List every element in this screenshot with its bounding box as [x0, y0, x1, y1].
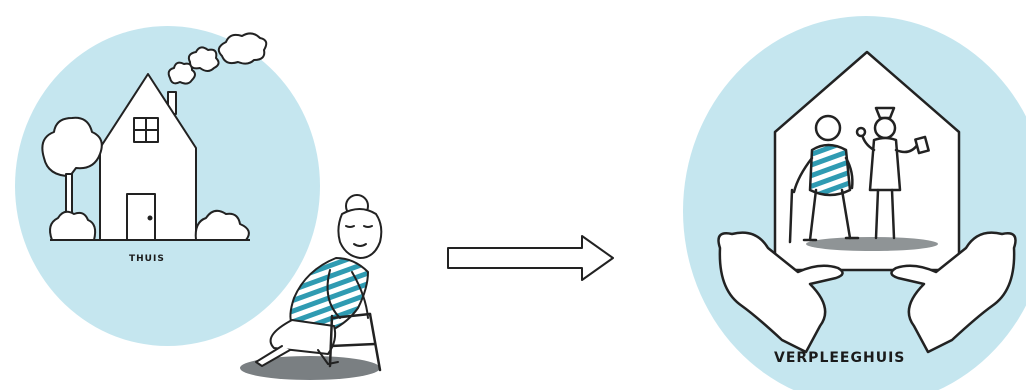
floor-shadow [806, 237, 938, 251]
nurse-uniform [870, 138, 900, 190]
bush-left [50, 212, 95, 240]
house-illustration [42, 33, 266, 240]
smoke-cloud-large [219, 33, 266, 63]
home-label: THUIS [129, 254, 165, 264]
arrow-right-icon [448, 236, 613, 280]
nursing-home-illustration [719, 52, 1016, 352]
woman-head [338, 209, 381, 258]
striped-sweater [290, 258, 368, 330]
clipboard [915, 137, 928, 153]
nurse-cap [876, 108, 894, 118]
transition-arrow [448, 236, 613, 280]
nursing-home-label: VERPLEEGHUIS [774, 350, 905, 366]
resident-striped-shirt [810, 145, 850, 195]
elderly-woman-with-walker [240, 195, 381, 380]
smoke-cloud-medium [189, 47, 219, 71]
tree-crown [42, 118, 101, 176]
bush-right [196, 211, 249, 240]
